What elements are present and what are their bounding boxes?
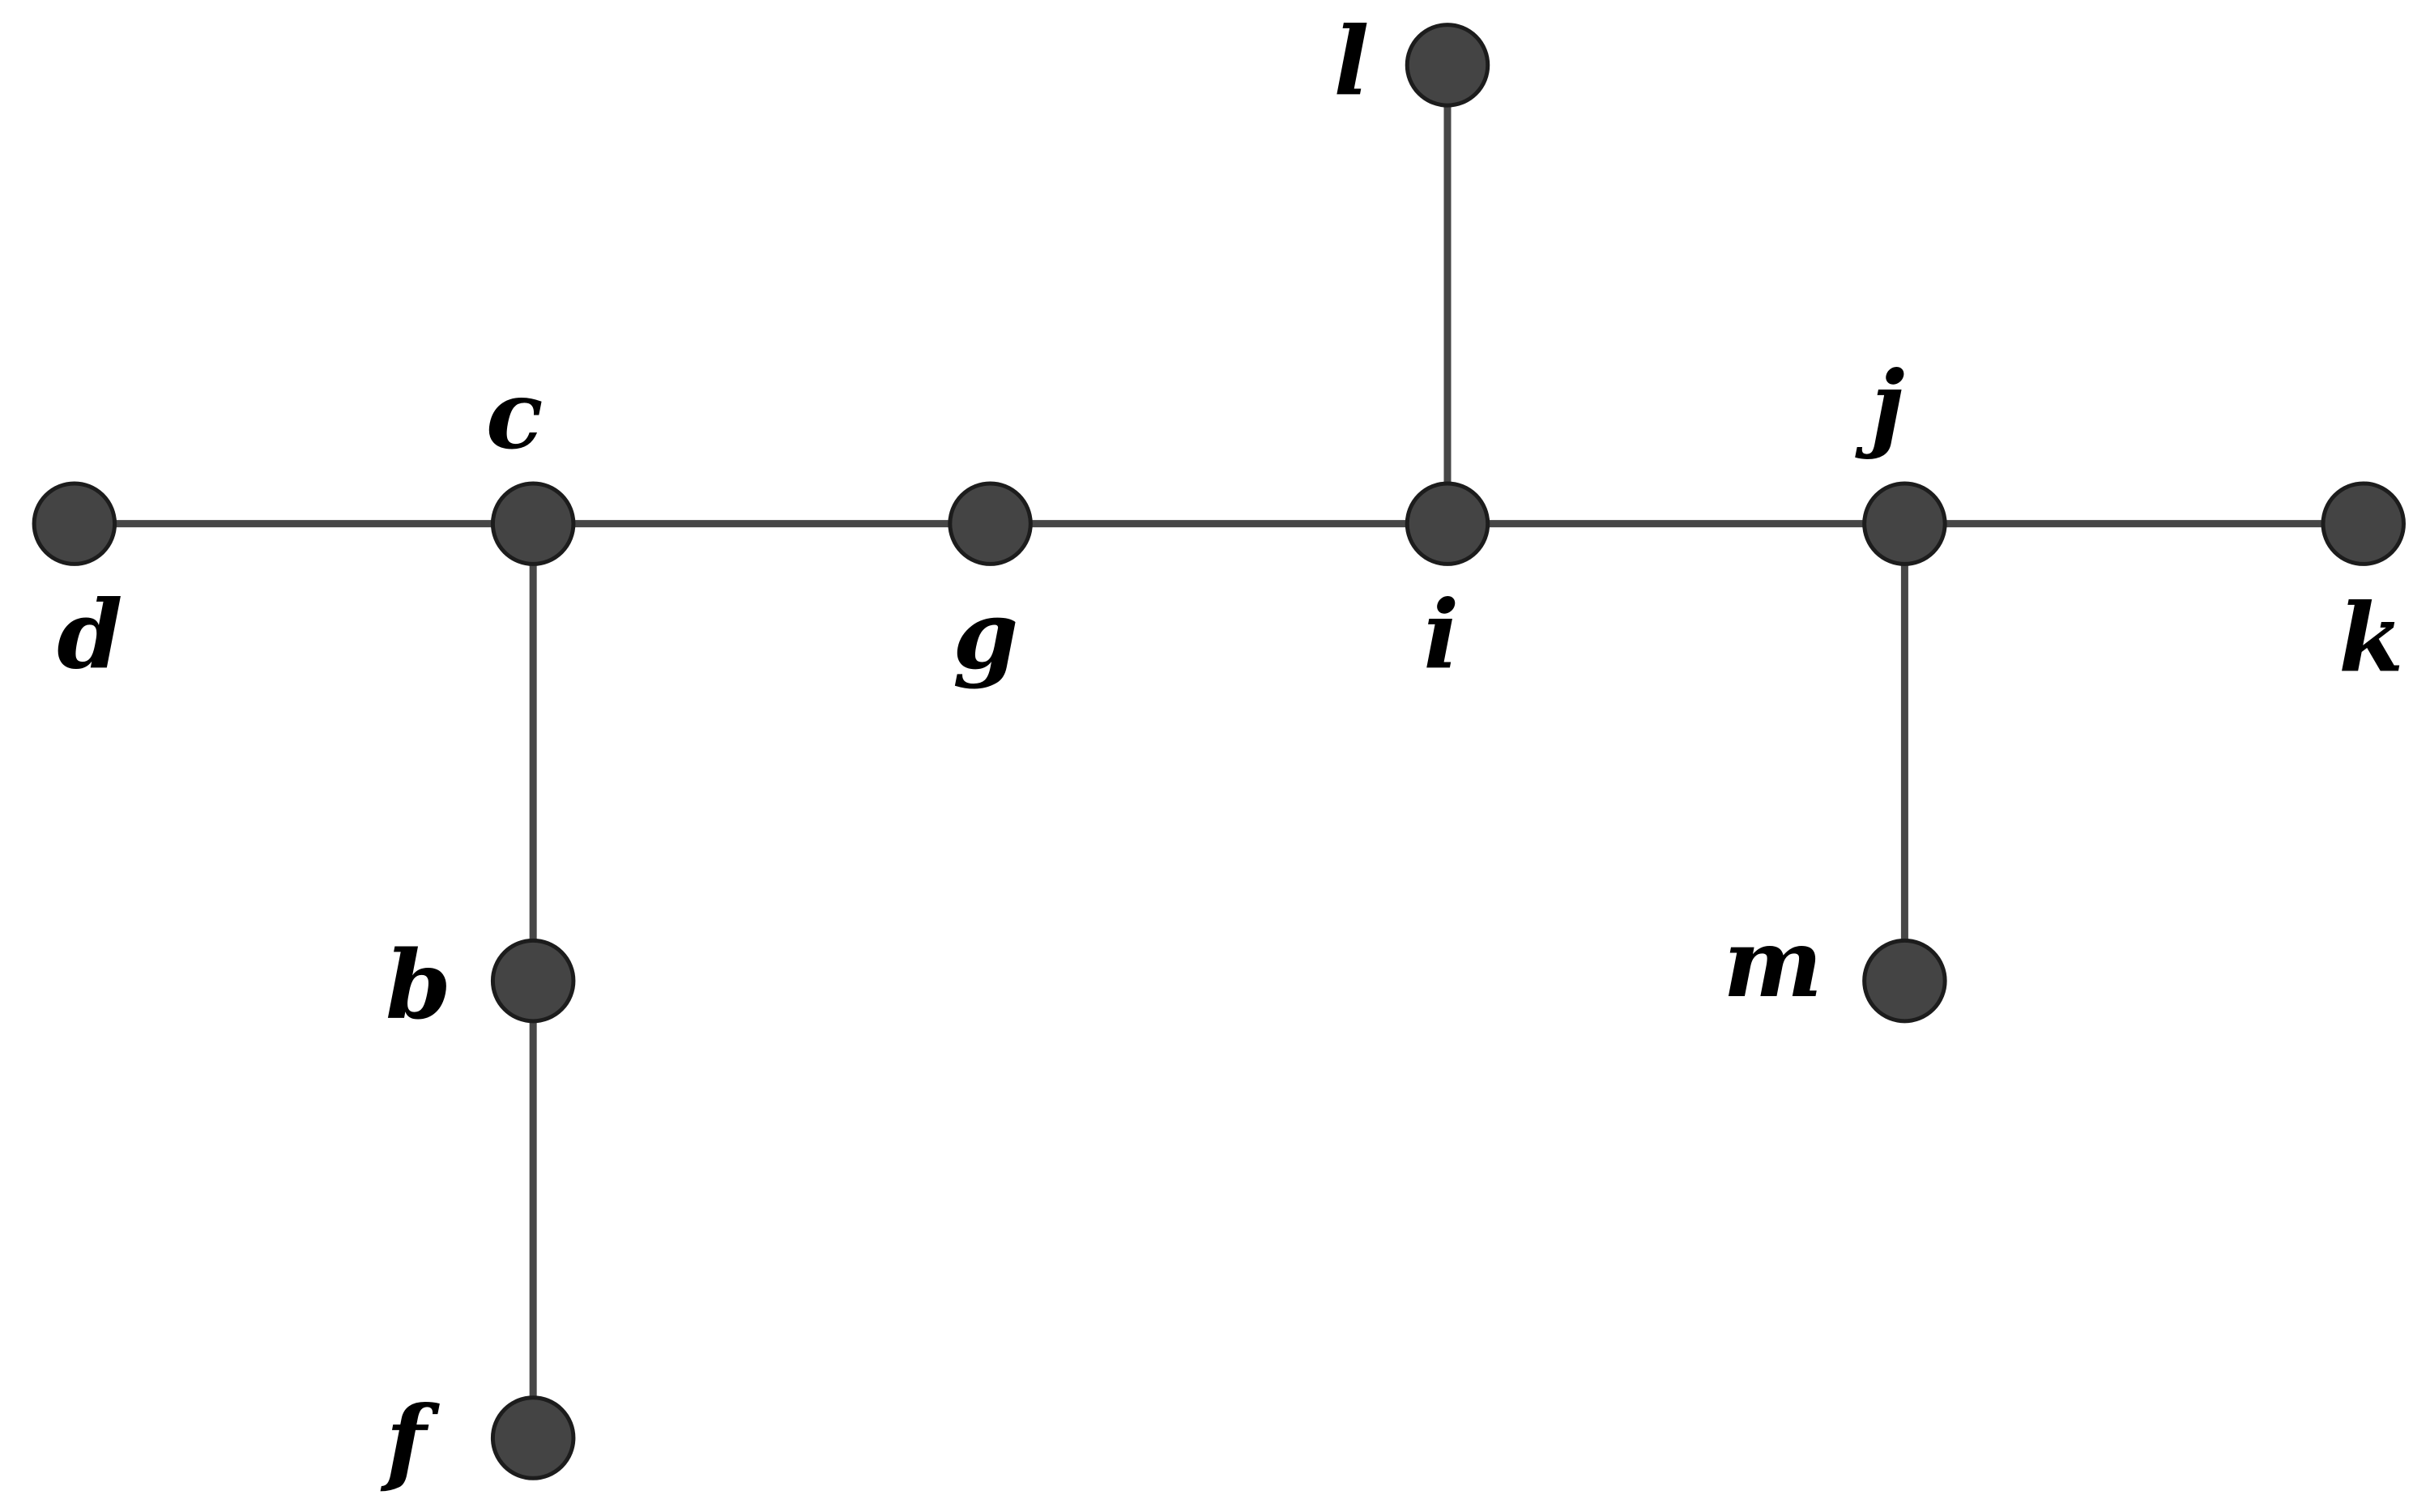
node-j [1862, 481, 1947, 566]
node-label-d: d [57, 580, 122, 690]
node-l [1405, 23, 1490, 108]
node-label-b: b [386, 931, 451, 1041]
node-d [32, 481, 117, 566]
node-label-g: g [953, 580, 1018, 690]
edges-layer [74, 65, 2364, 1438]
node-label-l: l [1333, 7, 1369, 117]
node-label-m: m [1723, 909, 1823, 1019]
node-label-i: i [1423, 580, 1459, 690]
node-b [490, 938, 576, 1024]
node-i [1405, 481, 1490, 566]
labels-layer: d c g i j k l b f m [57, 7, 2403, 1497]
node-label-f: f [380, 1386, 440, 1496]
node-label-k: k [2338, 583, 2403, 693]
node-c [490, 481, 576, 566]
node-label-j: j [1854, 351, 1904, 461]
nodes-layer [32, 23, 2406, 1480]
node-g [948, 481, 1033, 566]
node-k [2321, 481, 2406, 566]
node-f [490, 1395, 576, 1480]
node-m [1862, 938, 1947, 1024]
node-label-c: c [486, 360, 544, 471]
